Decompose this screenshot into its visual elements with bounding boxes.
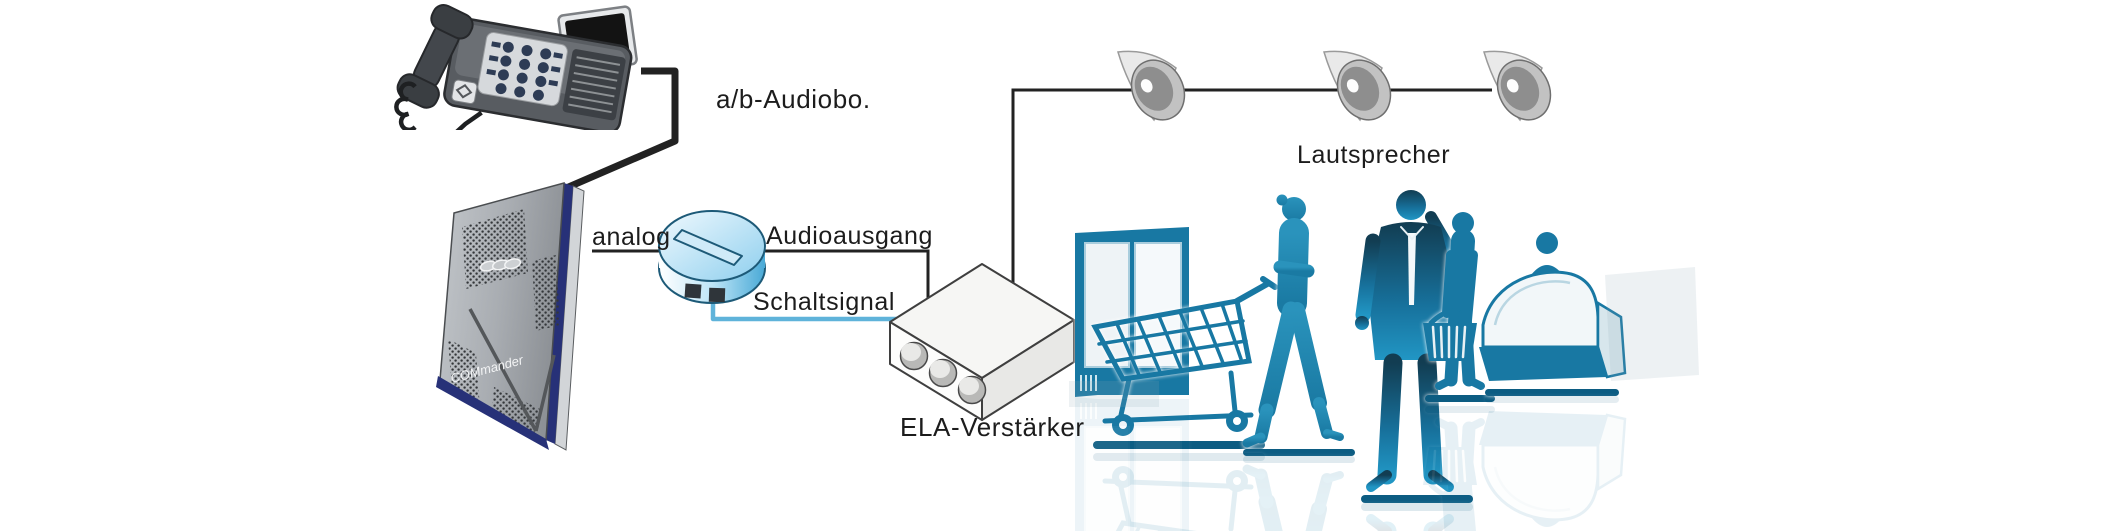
amp-knobs (899, 341, 987, 405)
deli-counter (1479, 232, 1627, 396)
audiobox-port (684, 283, 702, 299)
amp-right-face (981, 319, 1075, 421)
supermarket-scene (1069, 190, 1699, 531)
audiobox-port (708, 287, 726, 303)
horn-speaker-icon (1117, 50, 1186, 122)
phone-to-pbx-cable (504, 67, 679, 218)
audiobox-slot (673, 229, 743, 266)
pbx-bottom-trim (436, 376, 549, 450)
phone-nav-key (451, 79, 478, 105)
phone-function-keys (562, 49, 626, 121)
horn-speaker-icon (1323, 50, 1392, 122)
pbx-logo (479, 258, 522, 272)
shopping-basket (1423, 309, 1477, 361)
label-lautsprecher: Lautsprecher (1297, 141, 1451, 169)
clerk-silhouette (1536, 232, 1558, 254)
counter-base (1479, 347, 1607, 381)
label-analog: analog (592, 223, 671, 251)
floor-reflections (1075, 396, 1625, 531)
label-ab-audiobox: a/b-Audiobo. (716, 84, 871, 114)
pbx-cabinet-icon: COMmander (436, 181, 585, 451)
phone-coiled-cord (394, 81, 483, 130)
audiobox-icon (658, 210, 766, 304)
man-with-basket-silhouette (1423, 212, 1495, 402)
woman-silhouette (1242, 194, 1355, 456)
phone-keypad (477, 32, 568, 107)
label-schaltsignal: Schaltsignal (753, 288, 896, 316)
label-audioausgang: Audioausgang (766, 222, 934, 250)
pbx-blue-edge (546, 183, 573, 444)
tie (1408, 233, 1416, 305)
amp-to-speakers-wire (1011, 88, 1492, 284)
system-telephone-icon (394, 4, 638, 130)
horn-speaker-icon (1483, 50, 1552, 122)
amplifier-icon (889, 263, 1075, 421)
label-ela-verstaerker: ELA-Verstärker (900, 412, 1085, 442)
